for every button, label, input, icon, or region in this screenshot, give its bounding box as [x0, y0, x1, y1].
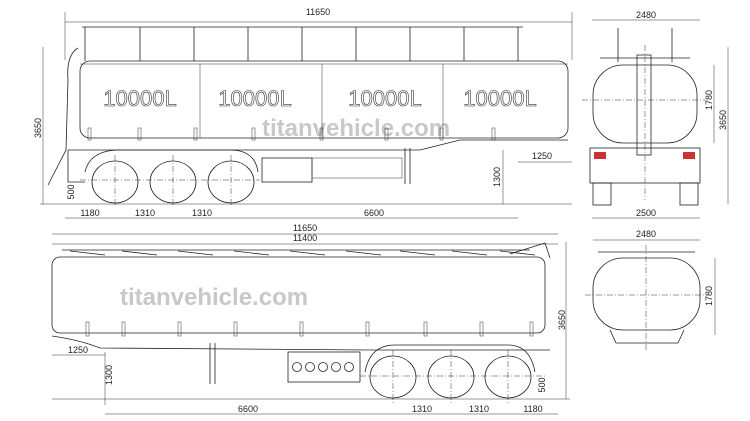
- dim-height: 3650: [33, 118, 43, 138]
- tank-cross-section: [592, 257, 701, 331]
- watermark-logo: titanvehicle.com: [120, 284, 308, 311]
- dim-bottom: 6600: [364, 208, 384, 218]
- tank-bracket: [87, 127, 92, 141]
- tank-bracket: [529, 321, 534, 337]
- tank-bracket: [137, 127, 142, 141]
- tank-base: [609, 329, 685, 344]
- dim-bottom: 1180: [523, 404, 542, 414]
- tank-bracket: [251, 127, 256, 141]
- tank-bracket: [299, 321, 304, 337]
- dim-bottom: 1310: [469, 404, 489, 414]
- rear-view: 2480 1780 3650 2500: [582, 10, 729, 219]
- rear-ladder: [47, 47, 79, 186]
- dim-overall-length: 11650: [293, 223, 317, 233]
- tail-light: [594, 152, 606, 159]
- valves: [292, 362, 354, 372]
- tank-bracket: [365, 321, 370, 337]
- chassis: [68, 139, 568, 151]
- wheel: [679, 182, 699, 206]
- dim-height: 3650: [718, 110, 728, 130]
- compartment-capacity: 10000L: [463, 86, 536, 111]
- wheel: [592, 182, 612, 206]
- dim-fifth-wheel-height: 1300: [492, 167, 502, 187]
- dim-bottom: 1310: [412, 404, 432, 414]
- manhole-cover: [177, 250, 214, 256]
- valve: [305, 362, 315, 372]
- manhole-cover: [233, 250, 270, 256]
- dim-fifth-wheel-height: 1300: [104, 365, 114, 385]
- valve: [292, 362, 302, 372]
- chassis: [51, 335, 550, 351]
- manhole-cover: [69, 250, 106, 256]
- valve: [344, 362, 354, 372]
- toolbox: [261, 157, 313, 183]
- dim-height: 3650: [557, 310, 567, 330]
- valve-box: [287, 351, 361, 383]
- axles: [369, 350, 532, 405]
- valve: [318, 362, 328, 372]
- dim-tank-width: 2480: [636, 229, 656, 239]
- dim-bottom: 1310: [135, 208, 155, 218]
- tank-bracket: [384, 127, 389, 141]
- side-view-bottom: 11650 11400 3650 500 1300 1250 6600 1310…: [51, 223, 570, 415]
- fender: [364, 344, 536, 373]
- tank-bracket: [479, 321, 484, 337]
- tank-bracket: [423, 321, 428, 337]
- compartment-capacity: 10000L: [103, 86, 176, 111]
- dim-tank-height: 1780: [704, 286, 714, 306]
- tank-body: [79, 60, 569, 139]
- dim-overall-width: 2500: [636, 208, 656, 218]
- manhole-cover: [121, 250, 158, 256]
- compartment-capacity: 10000L: [218, 86, 291, 111]
- tank-brackets: [69, 250, 536, 337]
- dim-tank-length: 11400: [293, 233, 317, 243]
- manhole-cover: [289, 250, 326, 256]
- manhole-cover: [499, 250, 536, 256]
- tank-bracket: [85, 321, 90, 337]
- dim-bottom: 1180: [80, 208, 99, 218]
- compartment-capacity: 10000L: [348, 86, 421, 111]
- rear-bumper: [589, 147, 701, 184]
- dim-front-overhang: 1250: [532, 151, 552, 161]
- front-ladder: [509, 242, 551, 259]
- tank-bracket: [121, 321, 126, 337]
- dim-front-overhang: 1250: [68, 345, 88, 355]
- manhole-cover: [345, 250, 382, 256]
- tank-bracket: [193, 127, 198, 141]
- side-view-top: 11650 10000L 10000L 10000L 10000L 3650 5…: [33, 7, 573, 219]
- manhole-cover: [451, 250, 488, 256]
- front-view: 2480 1780: [585, 229, 716, 350]
- dim-ground-clearance: 500: [537, 377, 547, 392]
- tail-light: [683, 152, 695, 159]
- dim-bottom: 6600: [238, 404, 258, 414]
- dim-bottom: 1310: [192, 208, 212, 218]
- tank-bracket: [177, 321, 182, 337]
- valve: [331, 362, 341, 372]
- fender: [84, 149, 259, 173]
- tank-bracket: [233, 321, 238, 337]
- tank-body: [51, 256, 546, 334]
- dim-overall-length: 11650: [306, 7, 330, 17]
- dim-tank-height: 1780: [704, 90, 714, 110]
- dim-ground-clearance: 500: [66, 184, 76, 199]
- ladder: [636, 54, 652, 156]
- tank-bracket: [319, 127, 324, 141]
- watermark-logo: titanvehicle.com: [262, 115, 450, 142]
- dim-tank-width: 2480: [636, 10, 656, 20]
- manhole-cover: [399, 250, 436, 256]
